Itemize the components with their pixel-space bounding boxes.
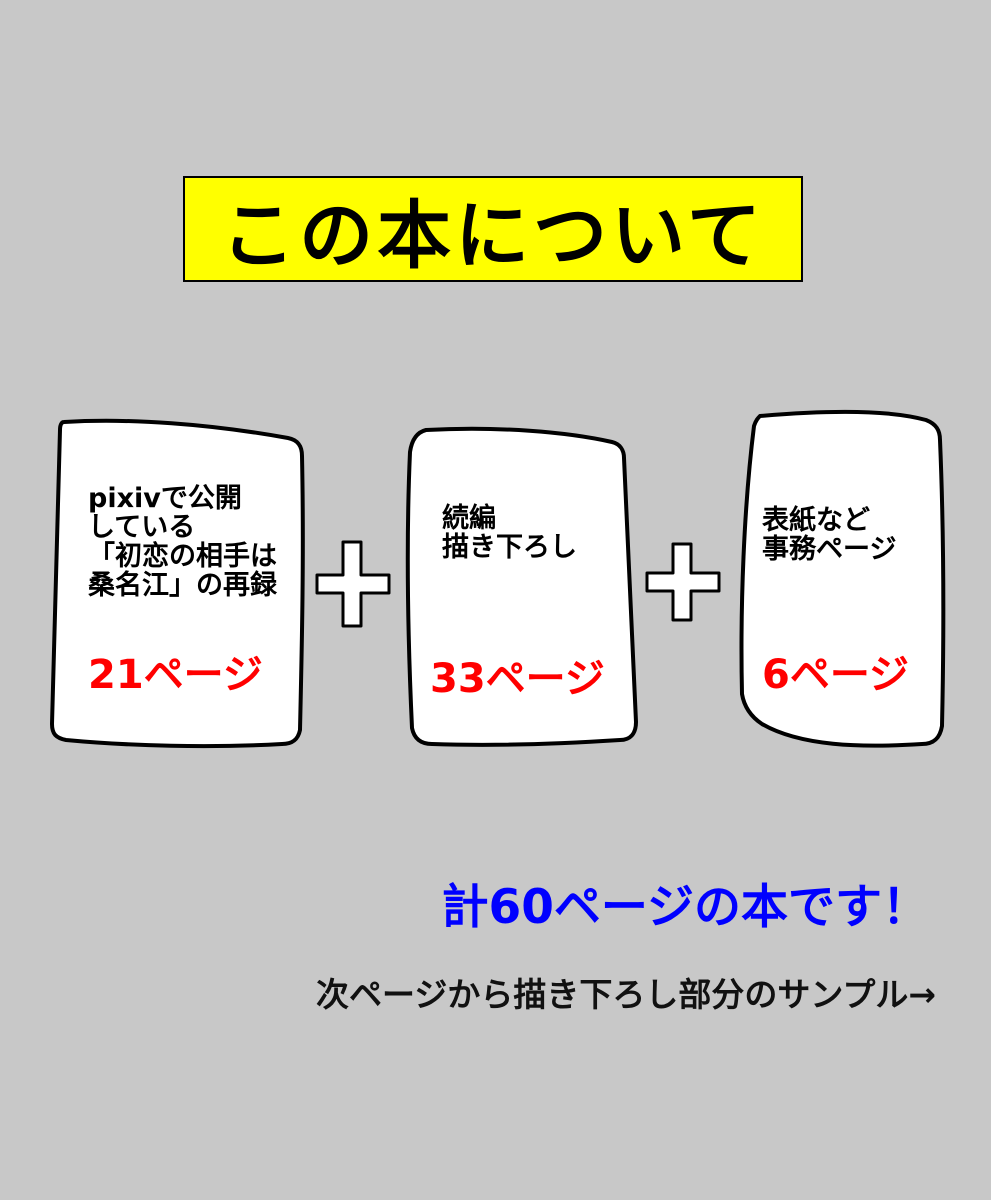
total-pages-text: 計60ページの本です！: [441, 880, 929, 935]
next-page-note: 次ページから描き下ろし部分のサンプル→: [315, 975, 936, 1014]
title-banner: この本について: [183, 176, 803, 282]
card-1-frame: [50, 418, 305, 749]
card-1-pages: 21ページ: [88, 652, 263, 698]
card-1-text: pixivで公開 している 「初恋の相手は 桑名江」の再録: [88, 483, 277, 601]
plus-icon: [315, 540, 391, 628]
card-3-pages: 6ページ: [762, 652, 910, 698]
card-3-frame: [739, 409, 946, 748]
card-3-text: 表紙など 事務ページ: [762, 505, 897, 565]
card-2-pages: 33ページ: [430, 656, 605, 702]
card-2-frame: [405, 426, 638, 747]
card-2-text: 続編 描き下ろし: [442, 503, 577, 563]
plus-icon-2: [645, 542, 721, 622]
page-title: この本について: [221, 192, 765, 279]
